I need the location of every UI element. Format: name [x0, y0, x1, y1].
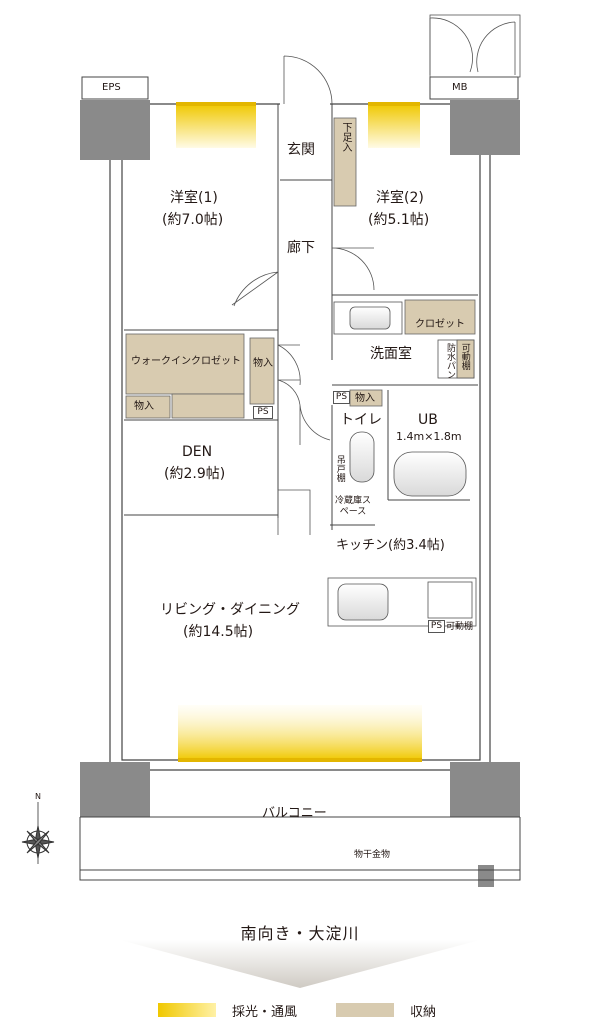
waterpan-label: 防水パン: [445, 343, 455, 379]
clothes-pole-label: 物干金物: [354, 850, 391, 860]
ps-box-2: PS: [333, 391, 350, 404]
orientation-text: 南向き・大淀川: [240, 924, 360, 943]
movable-shelf-label: 可動棚: [446, 622, 474, 632]
column-sw: [80, 762, 150, 817]
fridge-label: 冷蔵庫スペース: [334, 496, 371, 517]
kitchen-label: キッチン(約3.4帖): [336, 538, 445, 553]
room2-label: 洋室(2): [376, 190, 424, 206]
storage-b: [249, 337, 275, 405]
storage-a-label: 物入: [134, 401, 154, 412]
toilet-label: トイレ: [340, 412, 382, 428]
room1-size: (約7.0帖): [162, 212, 224, 228]
storage-areas: [125, 117, 476, 419]
toilet-fixture: [349, 431, 375, 483]
compass-n-label: N: [35, 792, 41, 801]
legend-light-swatch: [158, 1003, 216, 1017]
balcony-label: バルコニー: [262, 806, 327, 821]
column-ne: [450, 100, 520, 155]
column-small: [478, 865, 494, 887]
storage-c: [349, 389, 383, 407]
column-se: [450, 762, 520, 817]
legend-storage-label: 収納: [410, 1005, 437, 1020]
mb-box: [429, 76, 519, 100]
interior-walls: [124, 104, 478, 530]
eps-label: EPS: [102, 82, 121, 93]
eps-box: [81, 76, 149, 100]
living-size: (約14.5帖): [183, 624, 254, 640]
storage-wic: [125, 333, 245, 395]
storage-b-label: 物入: [253, 358, 273, 369]
movable-shelf-v-box: [456, 339, 475, 379]
room1-label: 洋室(1): [170, 190, 218, 206]
living-label: リビング・ダイニング: [160, 602, 300, 618]
ps-box-1: PS: [253, 406, 273, 419]
columns: [80, 100, 520, 887]
closet-label: クロゼット: [415, 319, 465, 330]
storage-c-label: 物入: [355, 393, 375, 404]
floor-plan: [21, 14, 521, 887]
corridor-label: 廊下: [287, 240, 315, 256]
compass-icon: [21, 802, 55, 864]
doors: [231, 14, 521, 535]
wic-label: ウォークインクロゼット: [131, 356, 241, 367]
mb-label: MB: [452, 82, 468, 93]
ub-size: 1.4m×1.8m: [396, 430, 462, 443]
balcony-rail: [79, 816, 521, 881]
bathtub: [393, 451, 467, 497]
storage-wic-lower: [171, 393, 245, 419]
ps-box-3: PS: [428, 620, 445, 633]
stove: [427, 581, 473, 619]
orientation-arrow: [120, 940, 480, 988]
storage-closet: [404, 299, 476, 335]
hanging-shelf-label: 吊戸棚: [334, 455, 345, 482]
column-nw: [80, 100, 150, 160]
den-size: (約2.9帖): [164, 466, 226, 482]
washroom-label: 洗面室: [370, 346, 412, 362]
room2-size: (約5.1帖): [368, 212, 430, 228]
storage-shoes: [333, 117, 357, 207]
washroom-fixtures: [327, 301, 477, 627]
den-label: DEN: [182, 444, 213, 460]
storage-a: [125, 395, 171, 419]
movable-shelf-v-label: 可動棚: [459, 343, 470, 370]
ub-label: UB: [418, 412, 438, 428]
legend-storage-swatch: [336, 1003, 394, 1017]
light-openings: [176, 102, 422, 762]
sink: [337, 583, 389, 621]
genkan-label: 玄関: [287, 142, 315, 158]
legend-light-label: 採光・通風: [232, 1005, 298, 1020]
shoes-label: 下足入: [340, 122, 351, 152]
